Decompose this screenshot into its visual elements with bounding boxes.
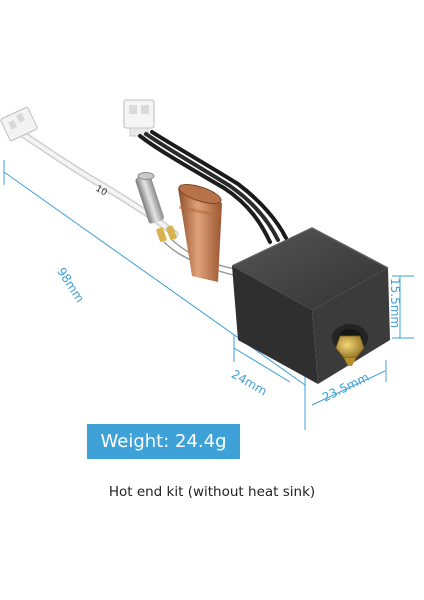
- brass-nozzle: [335, 335, 365, 366]
- heater-connector: [123, 99, 155, 137]
- silicone-sock: [231, 227, 390, 384]
- heater-cartridge: [135, 172, 164, 224]
- thermistor-connector: [0, 106, 38, 142]
- dimension-lines: [3, 160, 414, 430]
- weight-badge: Weight: 24.4g: [87, 424, 240, 459]
- heater-wires: [138, 130, 288, 244]
- height-dimension-label: 15.5mm: [388, 278, 402, 329]
- heat-break: [178, 183, 222, 282]
- product-caption: Hot end kit (without heat sink): [108, 484, 316, 500]
